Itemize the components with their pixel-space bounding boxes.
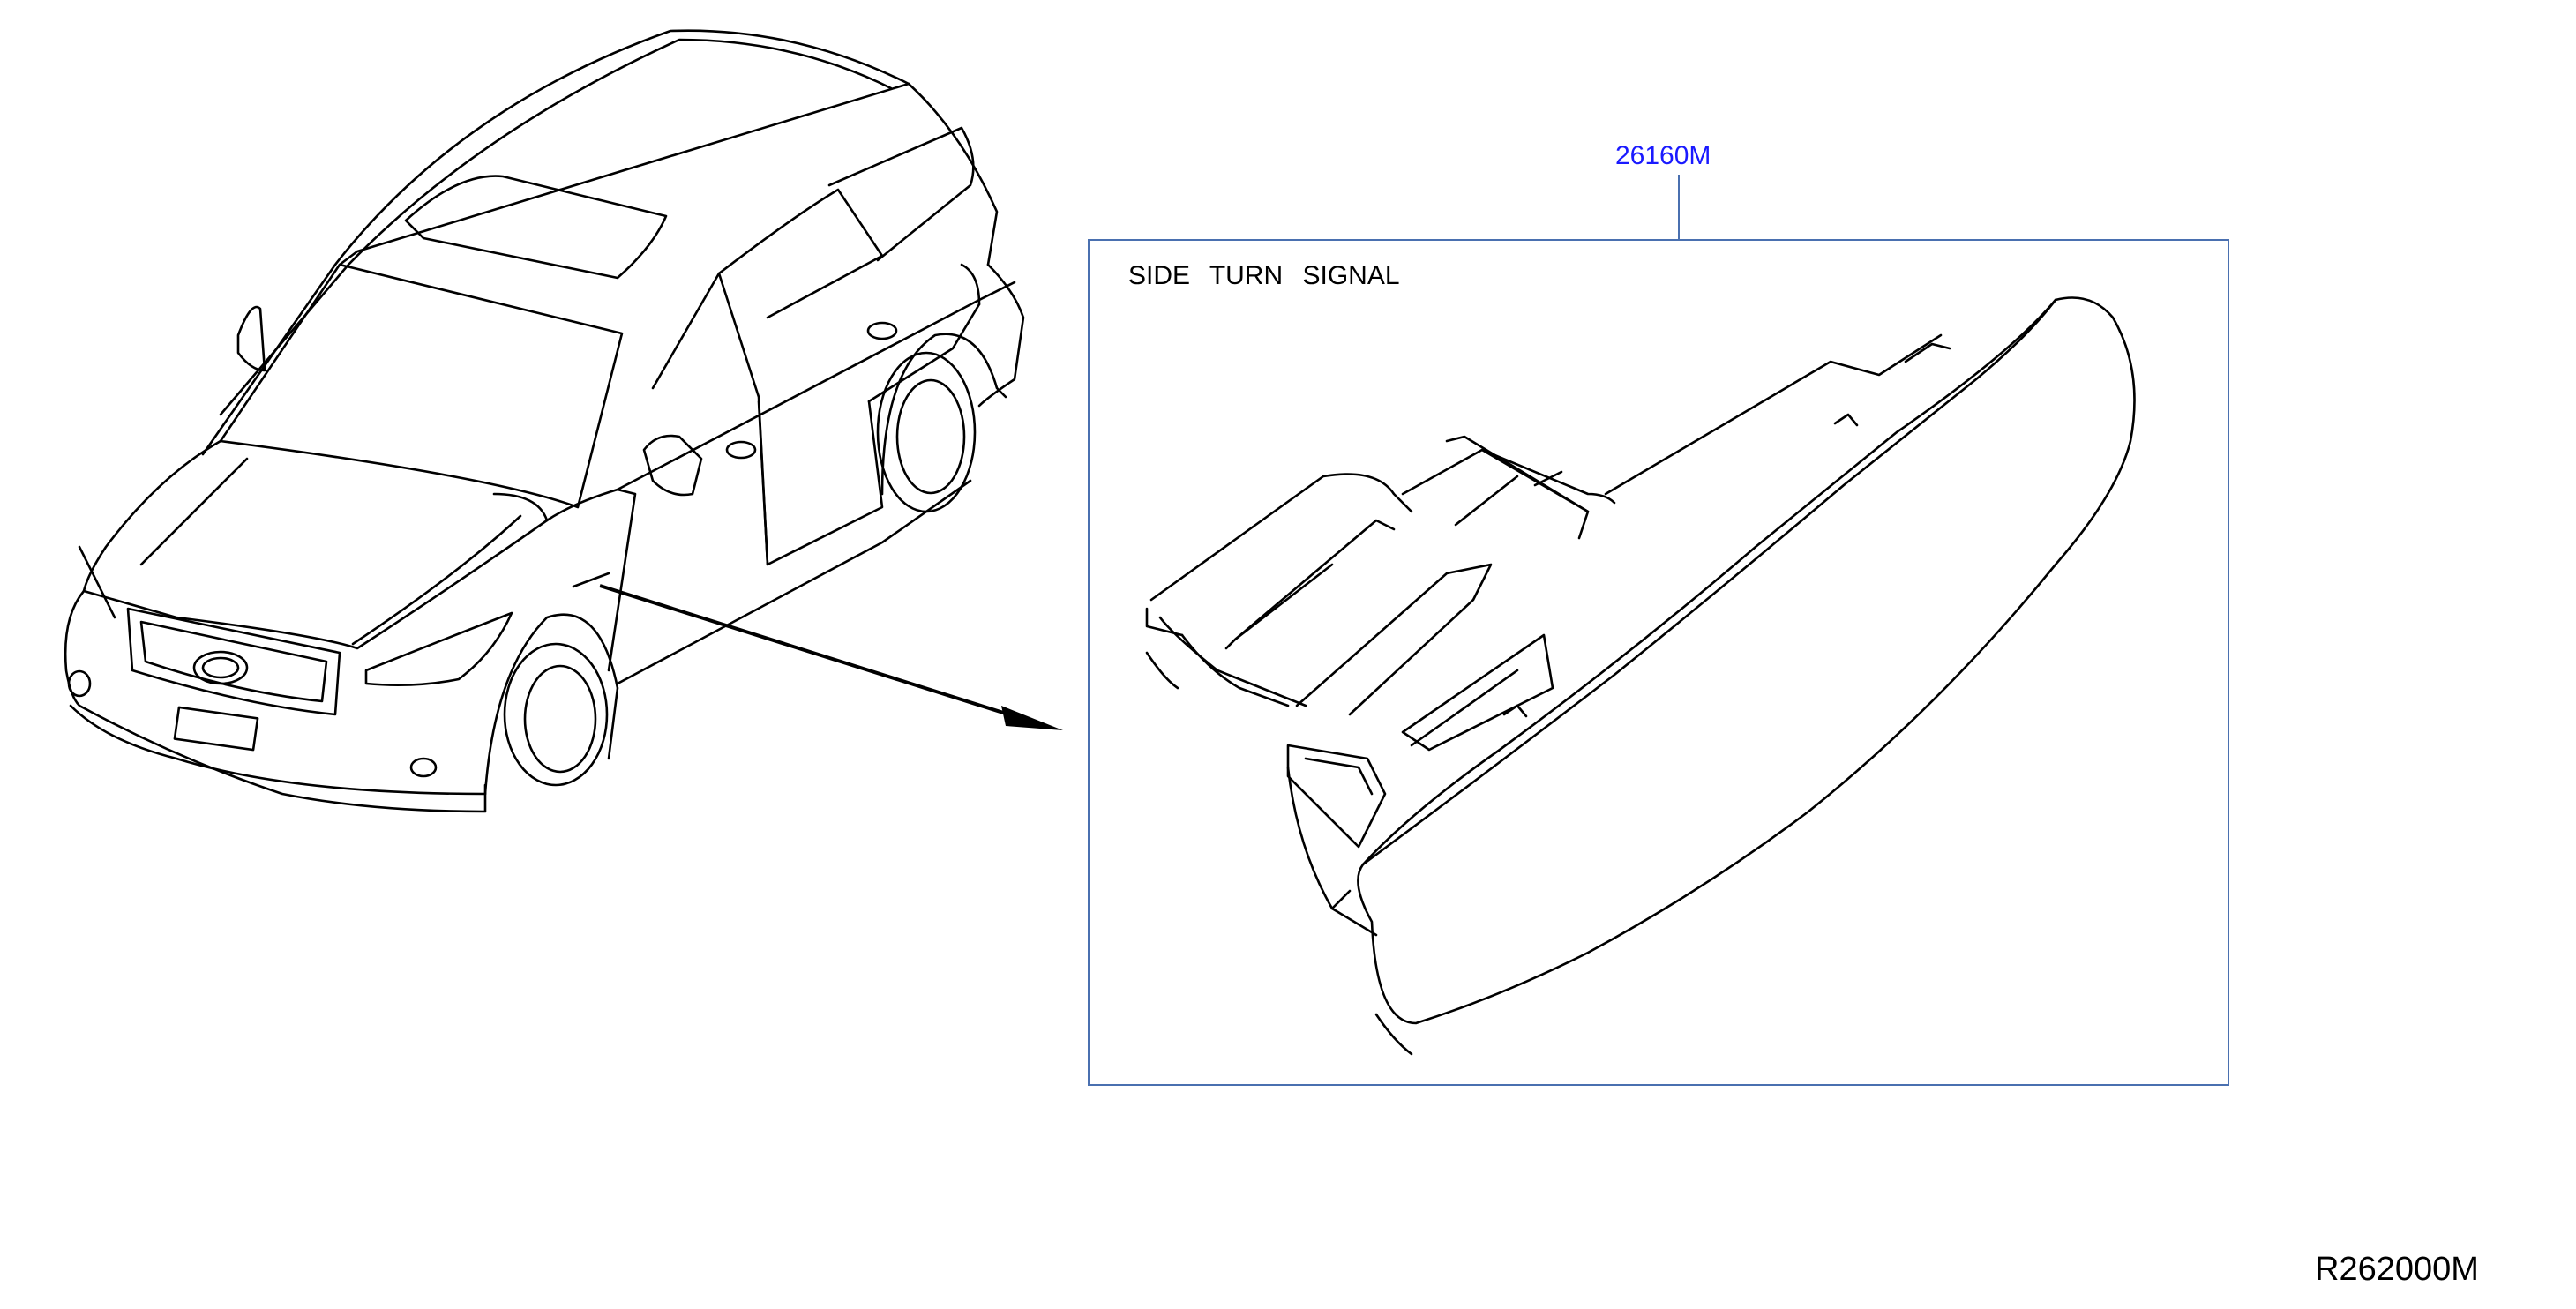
part-name-label: SIDE TURN SIGNAL — [1128, 261, 1400, 290]
arrow-pointer-icon — [599, 584, 1063, 730]
part-number-label: 26160M — [1615, 141, 1711, 170]
side-turn-signal-lamp-icon — [1145, 296, 2136, 1056]
suv-vehicle-icon — [64, 29, 1025, 813]
diagram-code-label: R262000M — [2315, 1251, 2479, 1288]
part-callout-box — [1088, 239, 2229, 1086]
